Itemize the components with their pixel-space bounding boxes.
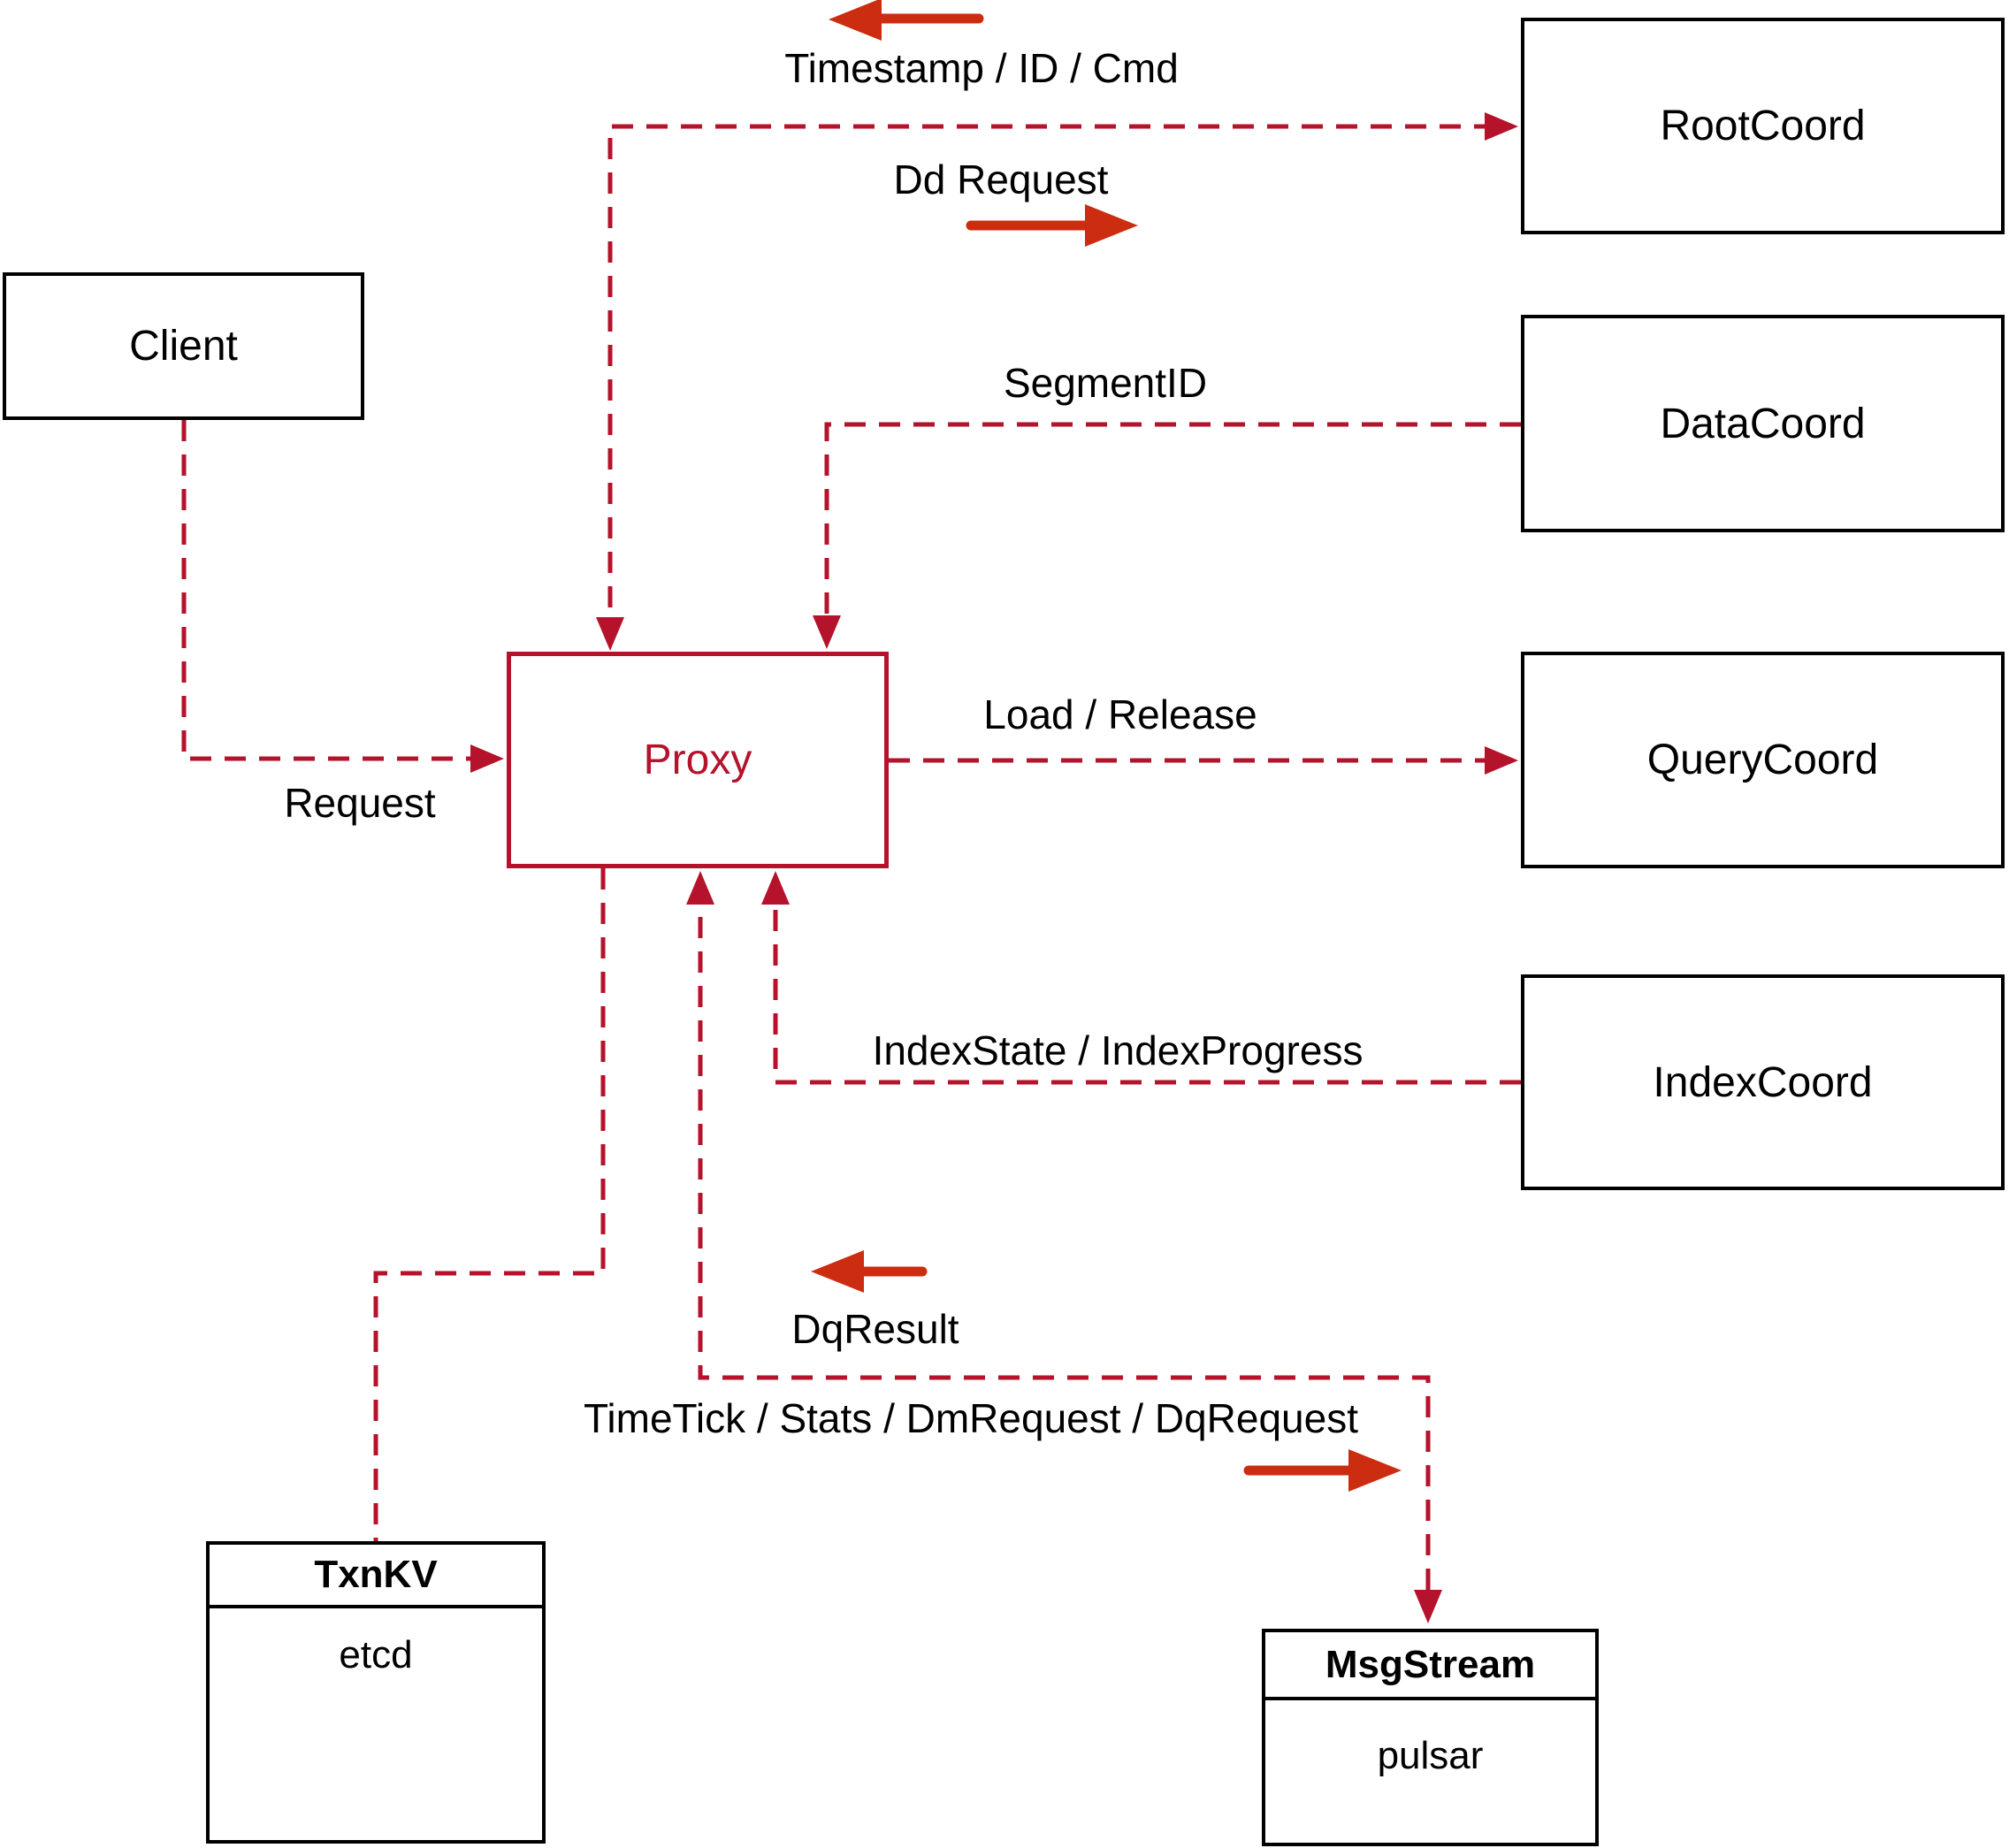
arrowhead-into-msgstream xyxy=(1414,1590,1442,1623)
txnkv-node-header: TxnKV xyxy=(210,1545,542,1608)
indexcoord-node-label: IndexCoord xyxy=(1653,1058,1873,1106)
arrowhead-into-proxy-left xyxy=(470,745,504,773)
rootcoord-node-label: RootCoord xyxy=(1660,103,1866,149)
datacoord-node-label: DataCoord xyxy=(1660,400,1866,447)
arrow-left-icon-dq-result xyxy=(811,1250,928,1293)
txnkv-node-body: etcd xyxy=(210,1608,542,1840)
arrowhead-into-rootcoord xyxy=(1485,112,1518,141)
rootcoord-node: RootCoord xyxy=(1521,18,2005,234)
connector-proxy-rootcoord xyxy=(607,124,1503,642)
edge-label-segment-id: SegmentID xyxy=(1003,360,1208,406)
querycoord-node: QueryCoord xyxy=(1521,652,2005,868)
connector-datacoord-to-proxy xyxy=(824,422,1521,638)
txnkv-node-title: TxnKV xyxy=(314,1553,438,1596)
edge-label-timestamp: Timestamp / ID / Cmd xyxy=(784,45,1179,91)
txnkv-node-body-label: etcd xyxy=(339,1633,413,1676)
msgstream-node-title: MsgStream xyxy=(1325,1642,1536,1686)
msgstream-node: MsgStream pulsar xyxy=(1262,1629,1599,1846)
connector-proxy-to-txnkv xyxy=(373,868,606,1541)
edge-label-dd-request: Dd Request xyxy=(893,157,1109,202)
arrowhead-into-proxy-top-2 xyxy=(813,615,841,649)
connector-client-to-proxy xyxy=(181,420,486,761)
querycoord-node-label: QueryCoord xyxy=(1646,737,1879,783)
msgstream-node-body-label: pulsar xyxy=(1377,1734,1484,1777)
arrowhead-into-proxy-bottom-1 xyxy=(761,871,790,905)
connector-indexcoord-to-proxy xyxy=(773,882,1521,1085)
edge-label-index-state: IndexState / IndexProgress xyxy=(872,1027,1364,1073)
indexcoord-node: IndexCoord xyxy=(1521,974,2005,1190)
proxy-node: Proxy xyxy=(507,652,889,868)
connector-proxy-msgstream xyxy=(698,882,1431,1615)
arrow-left-icon-timestamp xyxy=(829,0,984,41)
msgstream-node-body: pulsar xyxy=(1265,1700,1595,1843)
edge-label-request: Request xyxy=(284,780,436,826)
datacoord-node: DataCoord xyxy=(1521,315,2005,532)
arrowhead-into-querycoord xyxy=(1485,746,1518,775)
msgstream-node-header: MsgStream xyxy=(1265,1632,1595,1700)
arrow-right-icon-timetick xyxy=(1243,1449,1402,1492)
arrowhead-into-proxy-bottom-2 xyxy=(686,871,714,905)
arrow-right-icon-dd-request xyxy=(966,204,1138,247)
arrowhead-into-proxy-top-1 xyxy=(596,617,624,651)
client-node-label: Client xyxy=(129,323,238,370)
edge-label-load-release: Load / Release xyxy=(983,691,1257,737)
proxy-node-label: Proxy xyxy=(643,737,752,783)
edge-label-dq-result: DqResult xyxy=(791,1306,959,1352)
edge-label-timetick: TimeTick / Stats / DmRequest / DqRequest xyxy=(584,1395,1358,1441)
client-node: Client xyxy=(3,272,364,420)
txnkv-node: TxnKV etcd xyxy=(206,1541,546,1844)
